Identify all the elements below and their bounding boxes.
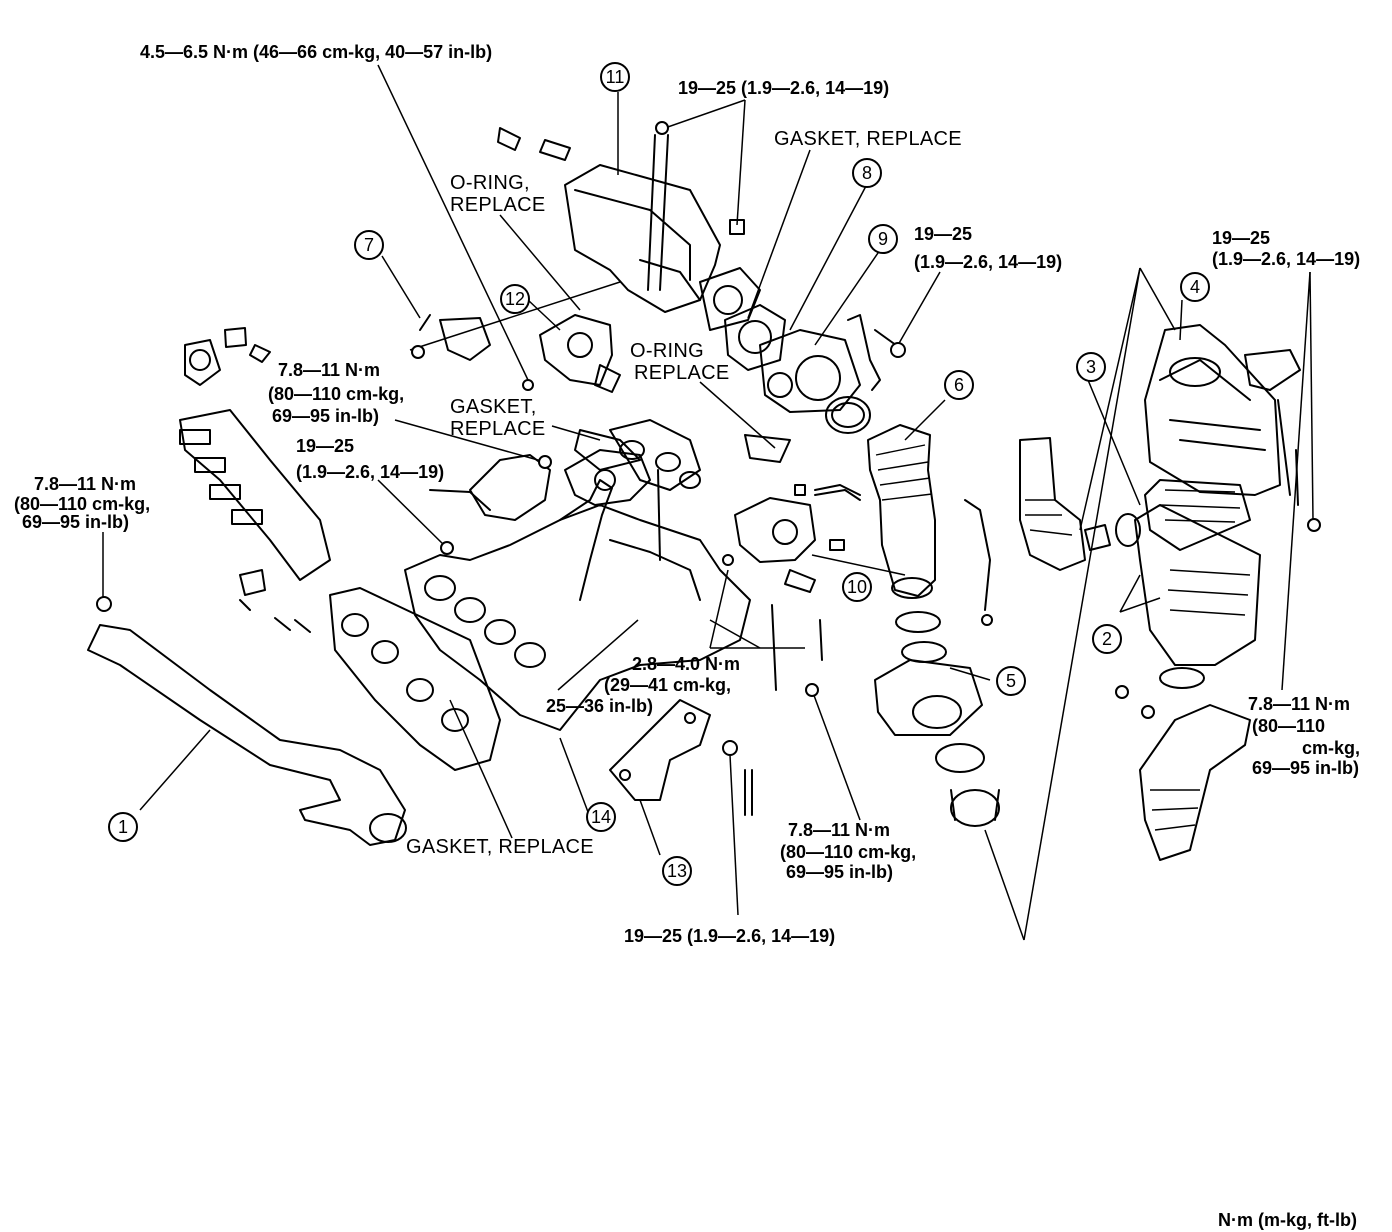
- note-gasket-replace-bottom: GASKET, REPLACE: [406, 836, 594, 858]
- torque-label-mid-line1: 19—25: [296, 436, 355, 456]
- units-note: N·m (m-kg, ft-lb): [1218, 1210, 1357, 1230]
- torque-label-left-line3: 69—95 in-lb): [22, 512, 130, 532]
- torque-label-bottom-line1: 7.8—11 N·m: [788, 820, 891, 840]
- manifold-bracket: [609, 699, 753, 816]
- callout-13: 13: [662, 856, 692, 886]
- callout-8: 8: [852, 158, 882, 188]
- leader-lines: [102, 64, 1314, 941]
- callout-1: 1: [108, 812, 138, 842]
- callout-10: 10: [842, 572, 872, 602]
- torque-label-part-11: 19—25 (1.9—2.6, 14—19): [678, 78, 890, 98]
- torque-label-part-9-line1: 19—25: [914, 224, 973, 244]
- intake-manifold: [404, 419, 751, 731]
- air-duct-connector: [874, 659, 1000, 827]
- torque-label-part-4-line2: (1.9—2.6, 14—19): [1212, 249, 1361, 269]
- callout-9: 9: [868, 224, 898, 254]
- air-cleaner-assembly: [1019, 324, 1321, 861]
- air-intake-hose: [867, 424, 947, 663]
- torque-label-part-9-line2: (1.9—2.6, 14—19): [914, 252, 1063, 272]
- callout-12: 12: [500, 284, 530, 314]
- torque-label-bottom-line3: 69—95 in-lb): [786, 862, 894, 882]
- callout-7: 7: [354, 230, 384, 260]
- callout-3: 3: [1076, 352, 1106, 382]
- torque-label-part-7-line3: 69—95 in-lb): [272, 406, 380, 426]
- note-oring-replace-mid-line2: REPLACE: [634, 362, 730, 384]
- throttle-body: [724, 304, 906, 434]
- torque-label-right-line4: 69—95 in-lb): [1252, 758, 1360, 778]
- torque-label-part-14-line2: (29—41 cm-kg,: [604, 675, 732, 695]
- torque-label-left-line1: 7.8—11 N·m: [34, 474, 137, 494]
- fuel-injector-rail: [179, 314, 552, 633]
- intake-plenum: [497, 121, 761, 331]
- callout-4: 4: [1180, 272, 1210, 302]
- manifold-gasket: [329, 587, 501, 771]
- torque-label-part-7-line2: (80—110 cm-kg,: [268, 384, 405, 404]
- torque-label-part-4-line1: 19—25: [1212, 228, 1271, 248]
- valve-assembly: [734, 489, 861, 691]
- torque-label-mid-line2: (1.9—2.6, 14—19): [296, 462, 445, 482]
- callout-14: 14: [586, 802, 616, 832]
- torque-label-right-line1: 7.8—11 N·m: [1248, 694, 1351, 714]
- torque-label-part-7-line1: 7.8—11 N·m: [278, 360, 381, 380]
- note-oring-replace-top-line1: O-RING,: [450, 172, 530, 194]
- torque-label-part-14-line3: 25—36 in-lb): [546, 696, 654, 716]
- coolant-pipe: [87, 596, 407, 846]
- callout-11: 11: [600, 62, 630, 92]
- egr-fitting: [539, 314, 621, 393]
- torque-label-bottom-line2: (80—110 cm-kg,: [780, 842, 917, 862]
- callout-6: 6: [944, 370, 974, 400]
- note-gasket-replace-mid-line1: GASKET,: [450, 396, 537, 418]
- torque-label-right-line2: (80—110: [1252, 716, 1326, 736]
- note-oring-replace-mid-line1: O-RING: [630, 340, 705, 362]
- note-gasket-replace-top: GASKET, REPLACE: [774, 128, 962, 150]
- torque-label-part-14-line1: 2.8—4.0 N·m: [632, 654, 741, 674]
- torque-label-left-line2: (80—110 cm-kg,: [14, 494, 151, 514]
- note-gasket-replace-mid-line2: REPLACE: [450, 418, 546, 440]
- note-oring-replace-top-line2: REPLACE: [450, 194, 546, 216]
- torque-label-bottom-center: 19—25 (1.9—2.6, 14—19): [624, 926, 836, 946]
- callout-2: 2: [1092, 624, 1122, 654]
- callout-5: 5: [996, 666, 1026, 696]
- torque-label-top: 4.5—6.5 N·m (46—66 cm-kg, 40—57 in-lb): [140, 42, 493, 62]
- hardware: [224, 327, 993, 697]
- torque-label-right-line3: cm-kg,: [1302, 738, 1361, 758]
